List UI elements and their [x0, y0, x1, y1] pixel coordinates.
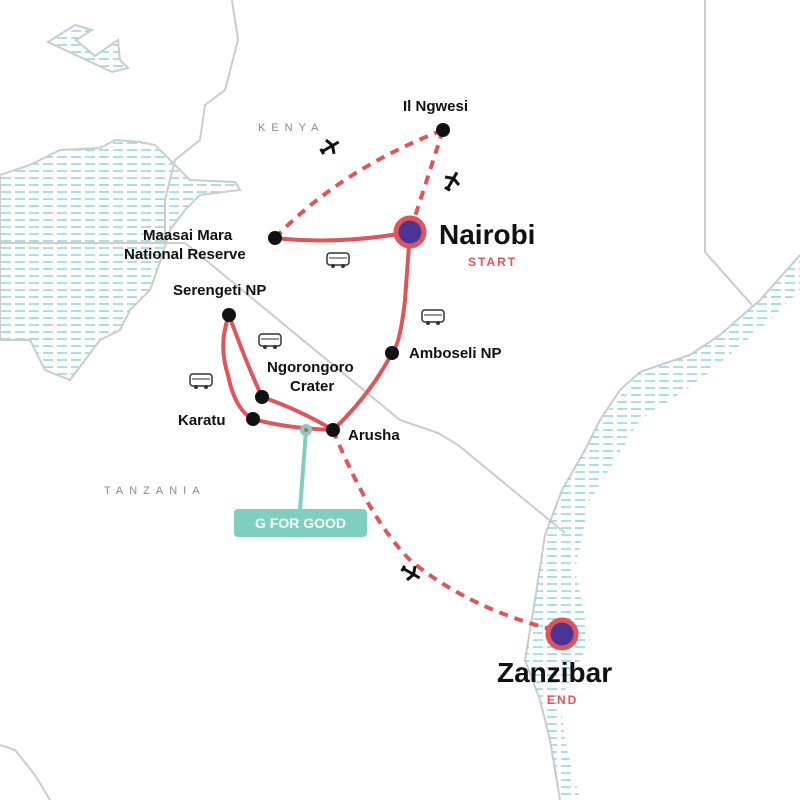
label-ngorongoro: Ngorongoro [267, 359, 354, 376]
g-for-good-badge: G FOR GOOD [234, 509, 367, 537]
route-flight-arusha-zanzibar [331, 429, 563, 634]
start-marker [393, 215, 427, 249]
border-kenya-somalia [704, 0, 753, 306]
label-end-city: Zanzibar [497, 657, 613, 688]
country-label-tanzania: TANZANIA [104, 485, 206, 497]
coast-bottom-left [0, 744, 51, 800]
country-label-kenya: KENYA [258, 122, 325, 134]
label-maasai-mara-2: National Reserve [124, 246, 246, 263]
stop-serengeti [222, 308, 236, 322]
label-serengeti: Serengeti NP [173, 282, 267, 299]
label-arusha: Arusha [348, 427, 400, 444]
stop-arusha [326, 423, 340, 437]
lake-victoria [0, 138, 242, 382]
bus-icon [326, 252, 350, 268]
border-kenya-tanzania [184, 242, 566, 534]
label-maasai-mara: Maasai Mara [143, 227, 233, 244]
start-tag: START [468, 255, 518, 269]
plane-icon [319, 138, 340, 155]
route-flight-ilngwesi-nairobi [408, 129, 445, 233]
end-marker [545, 617, 579, 651]
route-flight-mara-ilngwesi [273, 128, 444, 240]
label-karatu: Karatu [178, 412, 226, 429]
plane-icon [444, 171, 461, 192]
end-tag: END [547, 693, 579, 707]
stop-amboseli [385, 346, 399, 360]
stop-karatu [246, 412, 260, 426]
route-drive-nairobi-mara [274, 230, 411, 243]
border-uganda-kenya [164, 0, 240, 243]
coast-water [525, 255, 800, 800]
bus-icon [258, 333, 282, 349]
bus-icon [421, 309, 445, 325]
label-start-city: Nairobi [439, 219, 536, 250]
label-il-ngwesi: Il Ngwesi [403, 98, 469, 115]
plane-icon [400, 565, 421, 582]
stop-il-ngwesi [436, 123, 450, 137]
bus-icon [189, 373, 213, 389]
label-amboseli: Amboseli NP [409, 345, 502, 362]
stop-ngorongoro [255, 390, 269, 404]
label-ngorongoro-2: Crater [290, 378, 335, 395]
stop-maasai-mara [268, 231, 282, 245]
lake-north [45, 23, 130, 74]
route-drive-loop [221, 309, 335, 432]
route-drive-nairobi-arusha [331, 231, 412, 432]
